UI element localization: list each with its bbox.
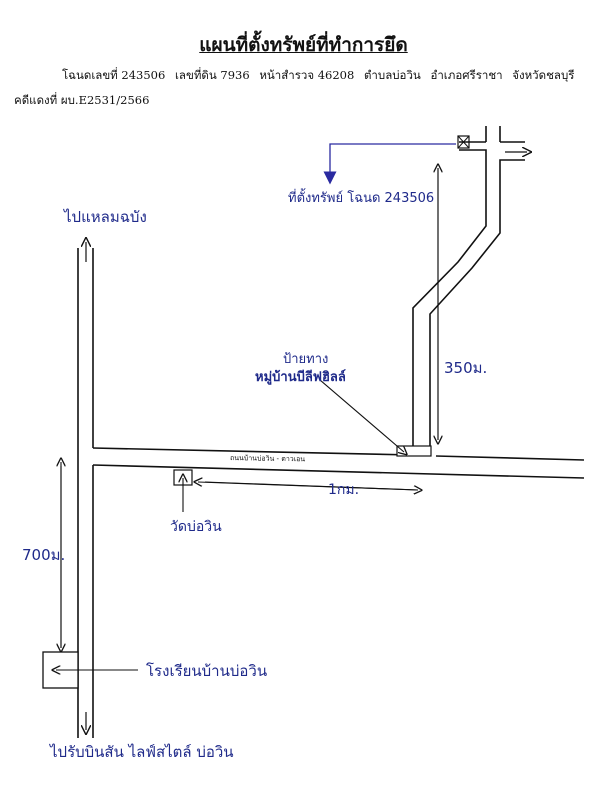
label-property: ที่ตั้งทรัพย์ โฉนด 243506 <box>288 188 434 206</box>
deed-number: โฉนดเลขที่ 243506 <box>62 68 166 82</box>
village-sign-marker <box>396 445 432 457</box>
map-title: แผนที่ตั้งทรัพย์ที่ทำการยึด <box>199 34 408 56</box>
property-marker-x2 <box>457 135 470 149</box>
label-temple: วัดบ่อวิน <box>170 519 222 535</box>
survey-page: หน้าสำรวจ 46208 <box>259 68 355 82</box>
main-road-vertical <box>77 248 94 738</box>
label-dist-1km: 1กม. <box>328 482 359 498</box>
label-village-sign-1: ป้ายทาง <box>283 352 328 367</box>
label-road-name: ถนนบ้านบ่อวิน - ตาวเอน <box>230 454 305 463</box>
road-horizontal <box>92 447 585 479</box>
label-village-sign-2: หมู่บ้านบีลีฟฮิลล์ <box>255 369 346 385</box>
deed-info-line: โฉนดเลขที่ 243506 เลขที่ดิน 7936 หน้าสำร… <box>62 67 580 85</box>
province: จังหวัดชลบุรี <box>512 68 575 82</box>
village-sign-pointer <box>319 379 404 452</box>
case-number: คดีแดงที่ ผบ.E2531/2566 <box>14 93 150 107</box>
label-dist-700: 700ม. <box>22 546 65 564</box>
label-dist-350: 350ม. <box>444 359 487 377</box>
label-school: โรงเรียนบ้านบ่อวิน <box>146 662 267 680</box>
label-to-lifestyle: ไปรับบินสัน ไลฟ์สไตล์ บ่อวิน <box>49 743 234 761</box>
property-pointer <box>323 143 456 185</box>
label-to-laem-chabang: ไปแหลมฉบัง <box>63 208 147 226</box>
land-number: เลขที่ดิน 7936 <box>174 68 250 82</box>
district: อำเภอศรีราชา <box>430 68 503 82</box>
subdistrict: ตำบลบ่อวิน <box>363 68 421 82</box>
property-marker <box>457 135 470 149</box>
soi-road <box>412 126 525 455</box>
